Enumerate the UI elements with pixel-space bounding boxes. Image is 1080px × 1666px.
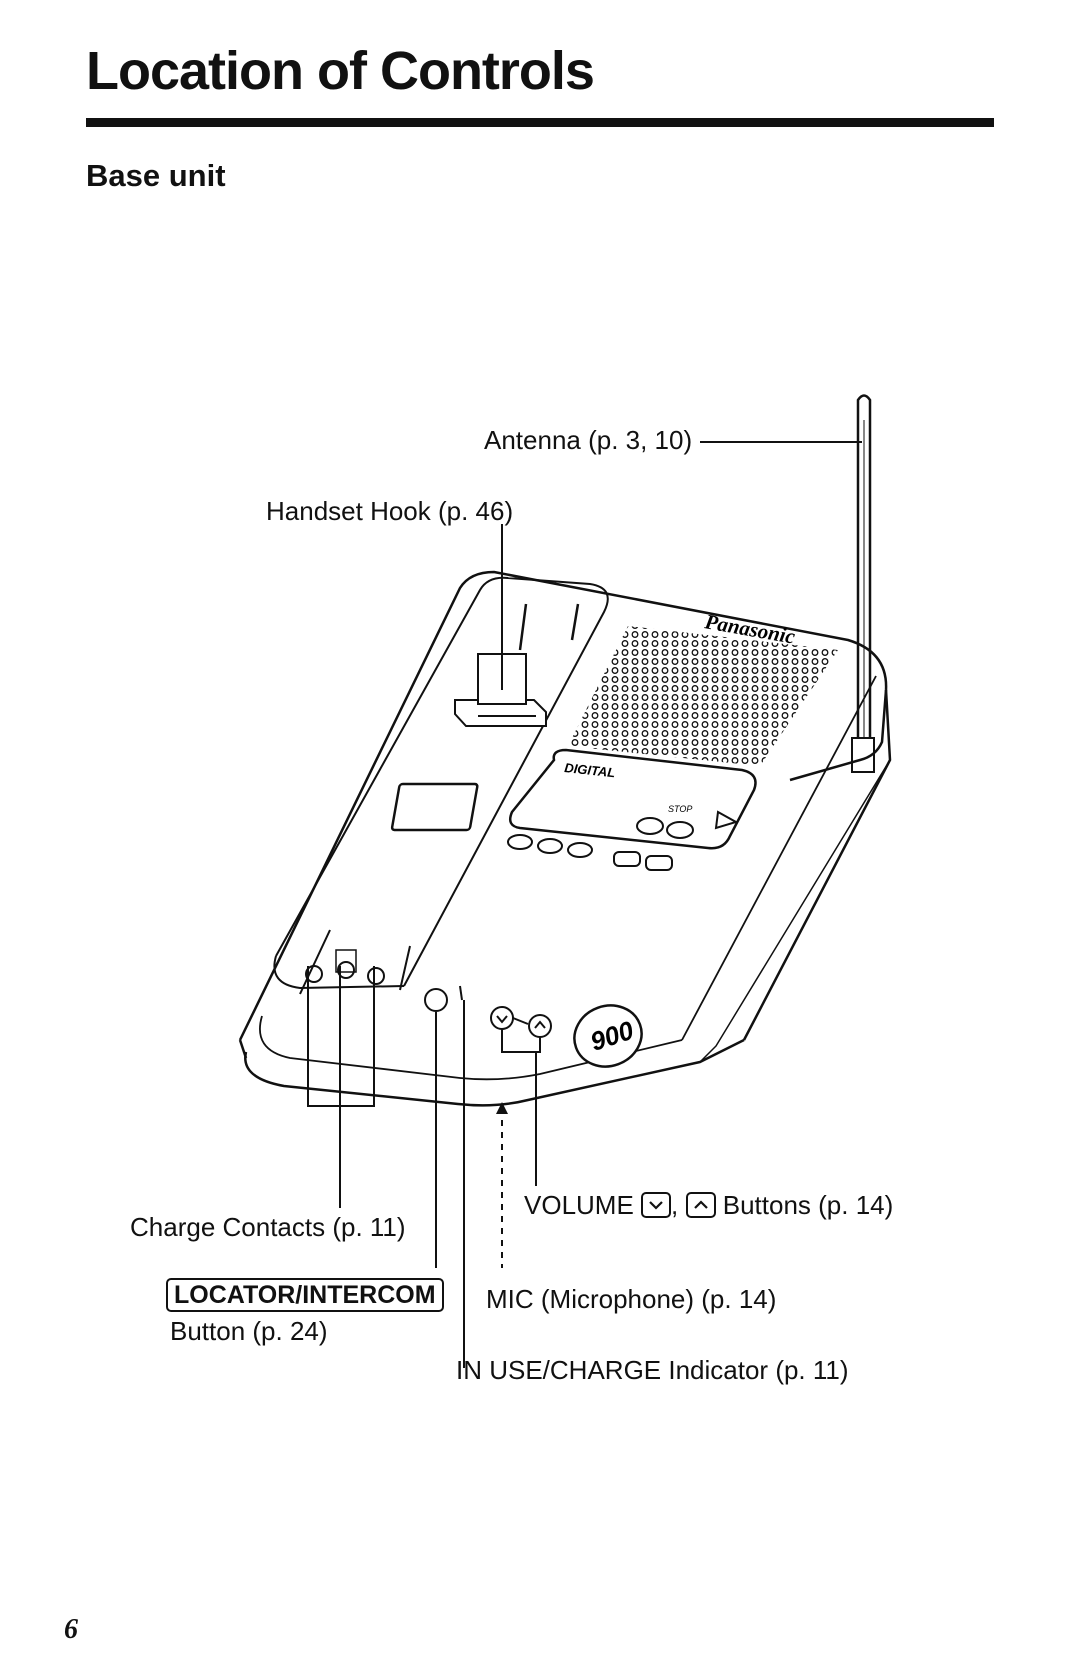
- frequency-badge: 900: [573, 1004, 643, 1068]
- section-heading: Base unit: [86, 158, 226, 193]
- mic-arrow: [496, 1102, 508, 1114]
- mic-label: MIC (Microphone) (p. 14): [486, 1284, 777, 1314]
- volume-up-icon: [685, 1192, 716, 1219]
- handset-hook: [454, 653, 547, 727]
- digital-badge: DIGITAL: [564, 760, 616, 780]
- charge-contacts-label: Charge Contacts (p. 11): [130, 1212, 406, 1242]
- volume-buttons-label: VOLUME , Buttons (p. 14): [524, 1190, 893, 1221]
- locator-button-label: Button (p. 24): [170, 1316, 328, 1346]
- page-number: 6: [64, 1614, 78, 1645]
- leader-lines: [307, 441, 862, 1368]
- volume-label-sep: ,: [671, 1190, 679, 1220]
- locator-intercom-label: LOCATOR/INTERCOM: [166, 1278, 444, 1312]
- speaker-grille: [568, 626, 838, 766]
- volume-label-prefix: VOLUME: [524, 1190, 634, 1220]
- locator-intercom-key: LOCATOR/INTERCOM: [166, 1278, 444, 1312]
- handset-cradle: [273, 576, 609, 995]
- page-title: Location of Controls: [86, 41, 595, 101]
- stop-label: STOP: [668, 804, 692, 814]
- antenna: [851, 394, 875, 773]
- front-controls: [424, 985, 552, 1038]
- title-rule: [86, 118, 994, 127]
- handset-hook-label: Handset Hook (p. 46): [266, 496, 514, 526]
- control-panel: [390, 748, 757, 871]
- base-body: [238, 570, 892, 1107]
- volume-label-suffix: Buttons (p. 14): [722, 1190, 894, 1220]
- in-use-charge-label: IN USE/CHARGE Indicator (p. 11): [456, 1355, 849, 1385]
- antenna-label: Antenna (p. 3, 10): [484, 425, 693, 455]
- volume-down-icon: [641, 1192, 672, 1219]
